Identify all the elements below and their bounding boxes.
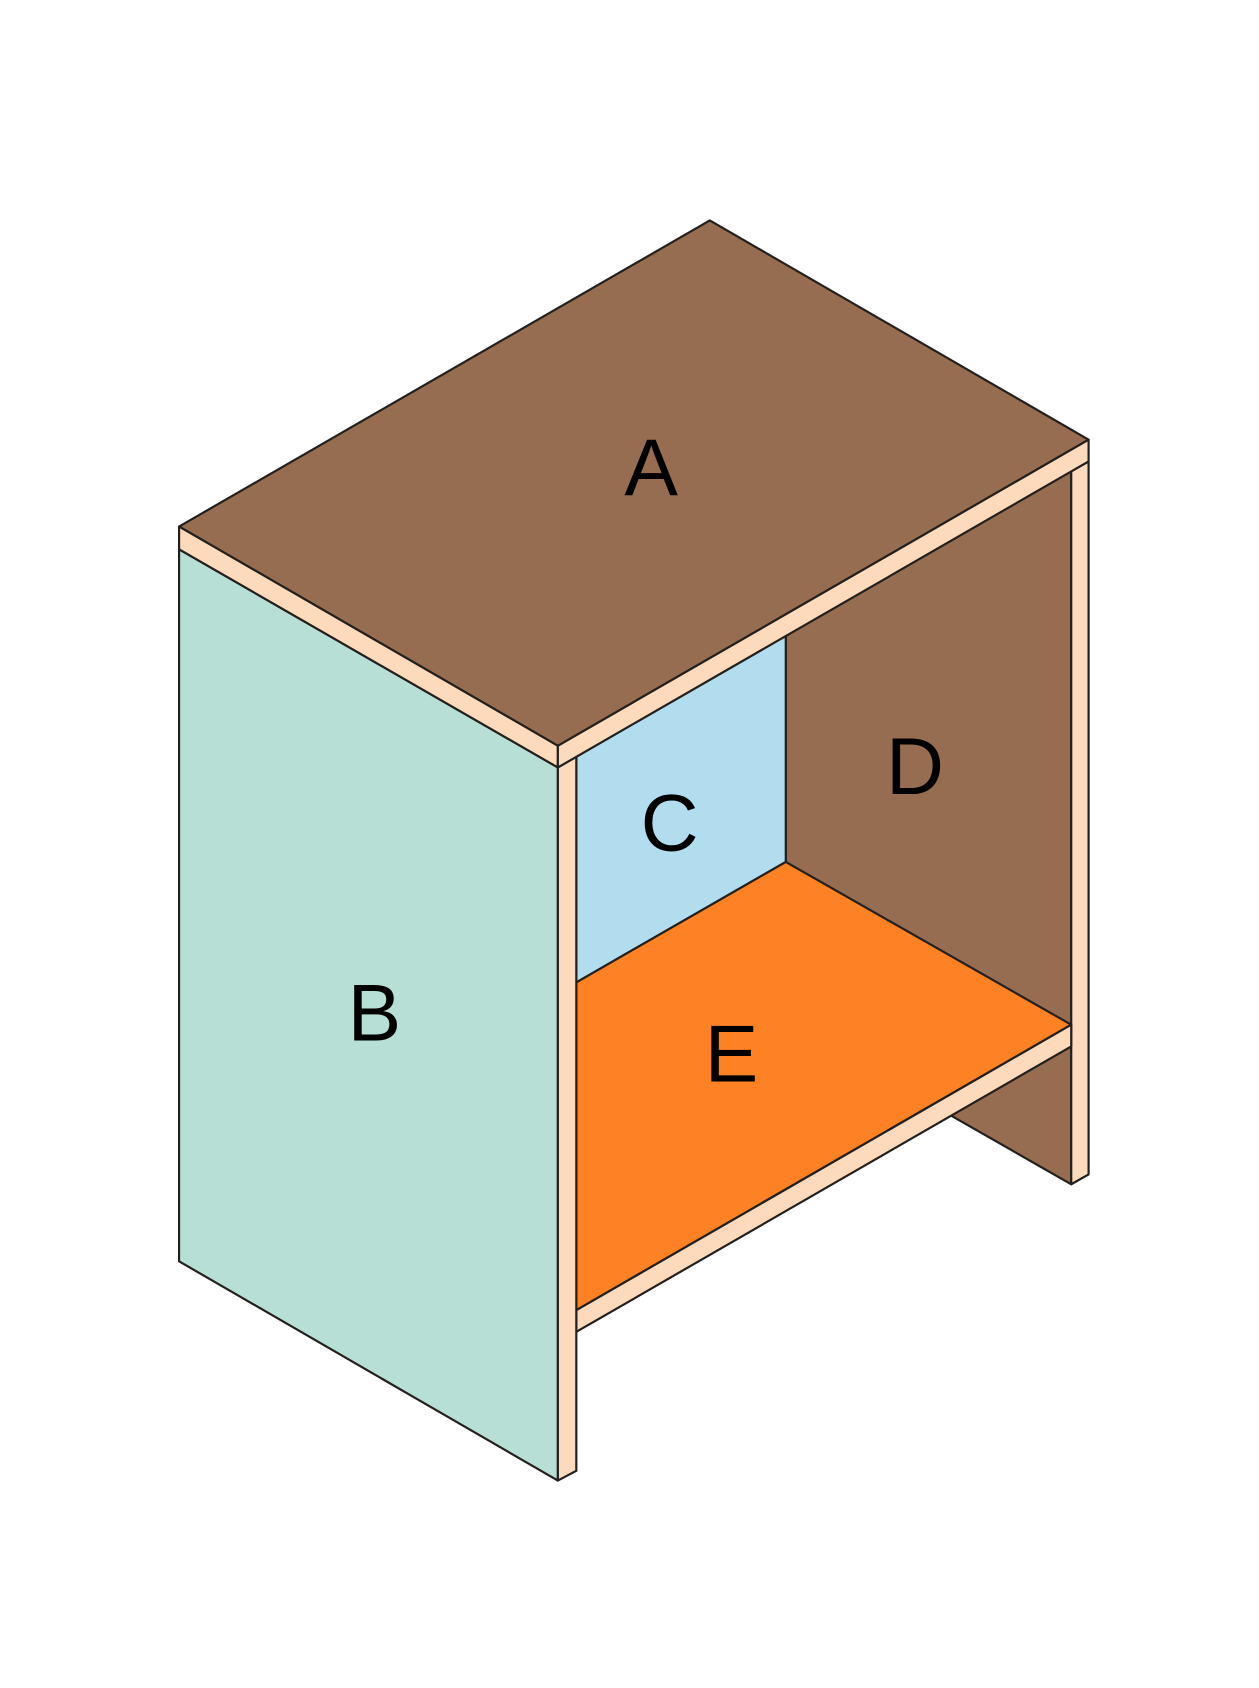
label-a: A (624, 424, 678, 514)
panel-b-front-edge (556, 755, 578, 1482)
panel-a-front-edge (556, 438, 1090, 769)
label-c: C (641, 779, 699, 869)
panel-d-front-edge (1070, 460, 1090, 1186)
label-e: E (705, 1010, 759, 1100)
label-b: B (348, 969, 402, 1059)
label-d: D (886, 722, 944, 812)
